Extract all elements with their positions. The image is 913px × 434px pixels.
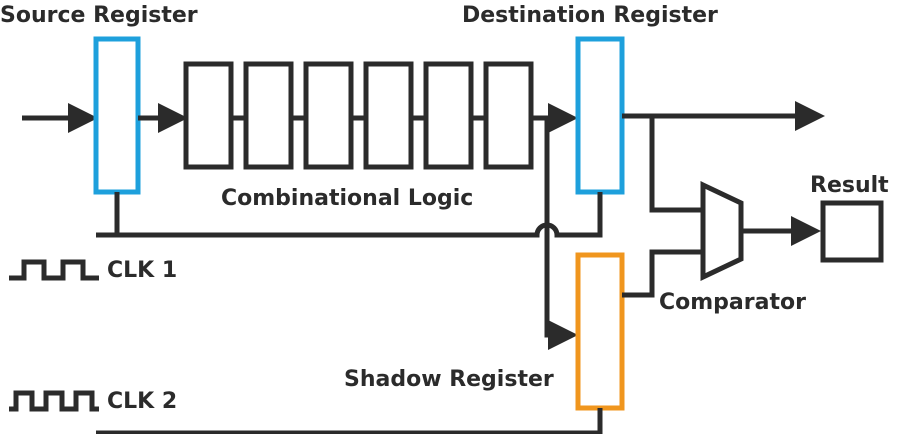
combinational-logic-chain bbox=[183, 61, 534, 170]
destination-to-comparator-wire bbox=[649, 116, 703, 213]
source-register-label: Source Register bbox=[0, 3, 198, 28]
clk1-waveform-icon bbox=[9, 259, 99, 281]
logic-to-shadow-wire bbox=[544, 118, 578, 350]
shadow-to-comparator-wire bbox=[622, 249, 703, 298]
clk1-label: CLK 1 bbox=[107, 258, 178, 283]
comparator-label: Comparator bbox=[659, 290, 806, 315]
shadow-register-label: Shadow Register bbox=[344, 367, 554, 392]
destination-register-box bbox=[575, 36, 625, 195]
destination-register-label: Destination Register bbox=[462, 3, 718, 28]
logic-block-1 bbox=[183, 61, 234, 170]
logic-block-2 bbox=[243, 61, 294, 170]
logic-block-6 bbox=[483, 61, 534, 170]
clk2-label: CLK 2 bbox=[107, 389, 178, 414]
logic-block-4 bbox=[363, 61, 414, 170]
shadow-register-box bbox=[575, 252, 625, 411]
combinational-logic-label: Combinational Logic bbox=[221, 186, 474, 211]
clk2-waveform-icon bbox=[9, 390, 99, 412]
source-register-box bbox=[93, 36, 141, 195]
logic-block-3 bbox=[303, 61, 354, 170]
result-label: Result bbox=[810, 173, 889, 198]
comparator-shape bbox=[700, 181, 744, 281]
result-box bbox=[820, 200, 884, 263]
logic-block-5 bbox=[423, 61, 474, 170]
clk2-line bbox=[96, 408, 603, 434]
clk1-line bbox=[96, 192, 603, 238]
